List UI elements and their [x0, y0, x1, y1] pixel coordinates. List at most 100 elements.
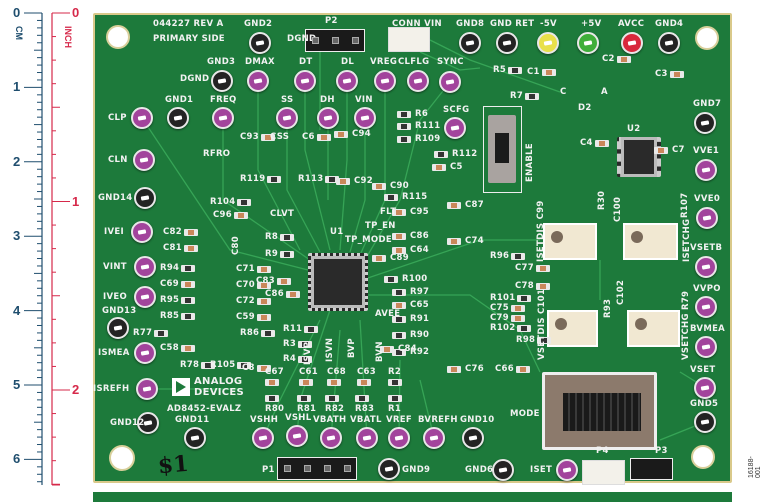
silkscreen-label: C7 — [672, 145, 685, 155]
cm-number: 6 — [13, 451, 21, 467]
test-point-vshl[interactable] — [286, 425, 308, 447]
test-point-gnd9[interactable] — [378, 458, 400, 480]
silkscreen-label: ISVN — [325, 337, 335, 362]
test-point-gnd3[interactable] — [211, 70, 233, 92]
potentiometer-vsetdis[interactable] — [547, 310, 598, 347]
test-point-vsetb[interactable] — [695, 256, 717, 278]
smd-resistor — [537, 337, 551, 344]
mounting-hole-bottom-left — [109, 445, 135, 471]
test-point-vshh[interactable] — [252, 427, 274, 449]
mode-switch[interactable] — [542, 372, 657, 450]
test-point-vset[interactable] — [694, 377, 716, 399]
test-point-label: VSETB — [690, 243, 723, 253]
silkscreen-label: R115 — [402, 192, 428, 202]
test-point-scfg[interactable] — [444, 117, 466, 139]
test-point-dmax[interactable] — [247, 70, 269, 92]
potentiometer-isetdis[interactable] — [543, 223, 597, 260]
smd-capacitor — [536, 265, 550, 272]
test-point-isrefh[interactable] — [136, 378, 158, 400]
silkscreen-label: VSETDIS C101 — [537, 288, 547, 360]
test-point-vref[interactable] — [388, 427, 410, 449]
smd-capacitor — [181, 281, 195, 288]
test-point-label: GND2 — [244, 19, 273, 29]
test-point-gnd11[interactable] — [184, 427, 206, 449]
smd-capacitor — [357, 379, 371, 386]
smd-capacitor — [299, 379, 313, 386]
test-point-label: -5V — [540, 19, 557, 29]
test-point-dl[interactable] — [336, 70, 358, 92]
test-point-gnd5[interactable] — [694, 411, 716, 433]
test-point-label: VIN — [355, 95, 373, 105]
test-point-bvrefh[interactable] — [423, 427, 445, 449]
test-point-vve1[interactable] — [695, 159, 717, 181]
test-point-label: VBATL — [350, 415, 382, 425]
test-point-cln[interactable] — [133, 149, 155, 171]
smd-capacitor — [516, 366, 530, 373]
test-point-label: ISET — [530, 465, 553, 475]
silkscreen-label: C66 — [495, 364, 514, 374]
ic-u2 — [617, 137, 661, 177]
test-point-vreg[interactable] — [374, 70, 396, 92]
silkscreen-label: C64 — [410, 245, 429, 255]
test-point-gnd6[interactable] — [492, 459, 514, 481]
test-point-iveo[interactable] — [134, 286, 156, 308]
test-point-gnd1[interactable] — [167, 107, 189, 129]
smd-resistor — [392, 349, 406, 356]
test-point-iset[interactable] — [556, 459, 578, 481]
silkscreen-label: C76 — [465, 364, 484, 374]
silkscreen-label: C96 — [213, 210, 232, 220]
silkscreen-label: C93 — [240, 132, 259, 142]
silkscreen-label: R78 — [180, 360, 200, 370]
test-point-vin[interactable] — [354, 107, 376, 129]
potentiometer-isetchg[interactable] — [623, 223, 678, 260]
test-point-gnd7[interactable] — [694, 112, 716, 134]
test-point-gnd8[interactable] — [459, 32, 481, 54]
test-point-bvmea[interactable] — [695, 336, 717, 358]
test-point-dt[interactable] — [294, 70, 316, 92]
test-point-sync[interactable] — [439, 71, 461, 93]
test-point-clflg[interactable] — [407, 70, 429, 92]
silkscreen-label: ISVP — [303, 341, 313, 365]
potentiometer-vsetchg[interactable] — [627, 310, 680, 347]
test-point-ismea[interactable] — [134, 342, 156, 364]
test-point-freq[interactable] — [212, 107, 234, 129]
test-point-5v[interactable] — [577, 32, 599, 54]
silkscreen-label: C65 — [410, 300, 429, 310]
test-point-gnd12[interactable] — [137, 412, 159, 434]
test-point-vbatl[interactable] — [356, 427, 378, 449]
u2-label: U2 — [627, 124, 641, 134]
test-point-gnd-ret[interactable] — [496, 32, 518, 54]
test-point-vve0[interactable] — [696, 207, 718, 229]
silkscreen-label: C71 — [236, 264, 255, 274]
test-point-avcc[interactable] — [621, 32, 643, 54]
test-point-gnd4[interactable] — [658, 32, 680, 54]
smd-capacitor — [432, 164, 446, 171]
test-point-dh[interactable] — [317, 107, 339, 129]
silkscreen-label: R111 — [415, 121, 441, 131]
smd-resistor — [388, 379, 402, 386]
test-point-clp[interactable] — [131, 107, 153, 129]
connector-p4[interactable] — [582, 460, 625, 485]
header-pin — [332, 37, 339, 44]
test-point-gnd14[interactable] — [134, 187, 156, 209]
jumper-p3[interactable] — [630, 458, 673, 480]
test-point-label: VSHL — [285, 413, 312, 423]
header-p1[interactable] — [277, 457, 357, 480]
test-point-vvpo[interactable] — [695, 296, 717, 318]
test-point-5v[interactable] — [537, 32, 559, 54]
test-point-ivei[interactable] — [131, 221, 153, 243]
test-point-ss[interactable] — [276, 107, 298, 129]
header-pin — [324, 465, 331, 472]
test-point-label: GND10 — [460, 415, 495, 425]
test-point-vbath[interactable] — [320, 427, 342, 449]
test-point-label: GND12 — [110, 418, 145, 428]
connector-conn-vin[interactable] — [388, 27, 430, 52]
enable-switch[interactable] — [483, 106, 522, 193]
smd-resistor — [392, 332, 406, 339]
test-point-gnd2[interactable] — [249, 32, 271, 54]
test-point-vint[interactable] — [134, 256, 156, 278]
test-point-gnd13[interactable] — [107, 317, 129, 339]
silkscreen-label: P1 — [262, 465, 275, 475]
test-point-gnd10[interactable] — [462, 427, 484, 449]
test-point-label: VVE1 — [693, 146, 720, 156]
